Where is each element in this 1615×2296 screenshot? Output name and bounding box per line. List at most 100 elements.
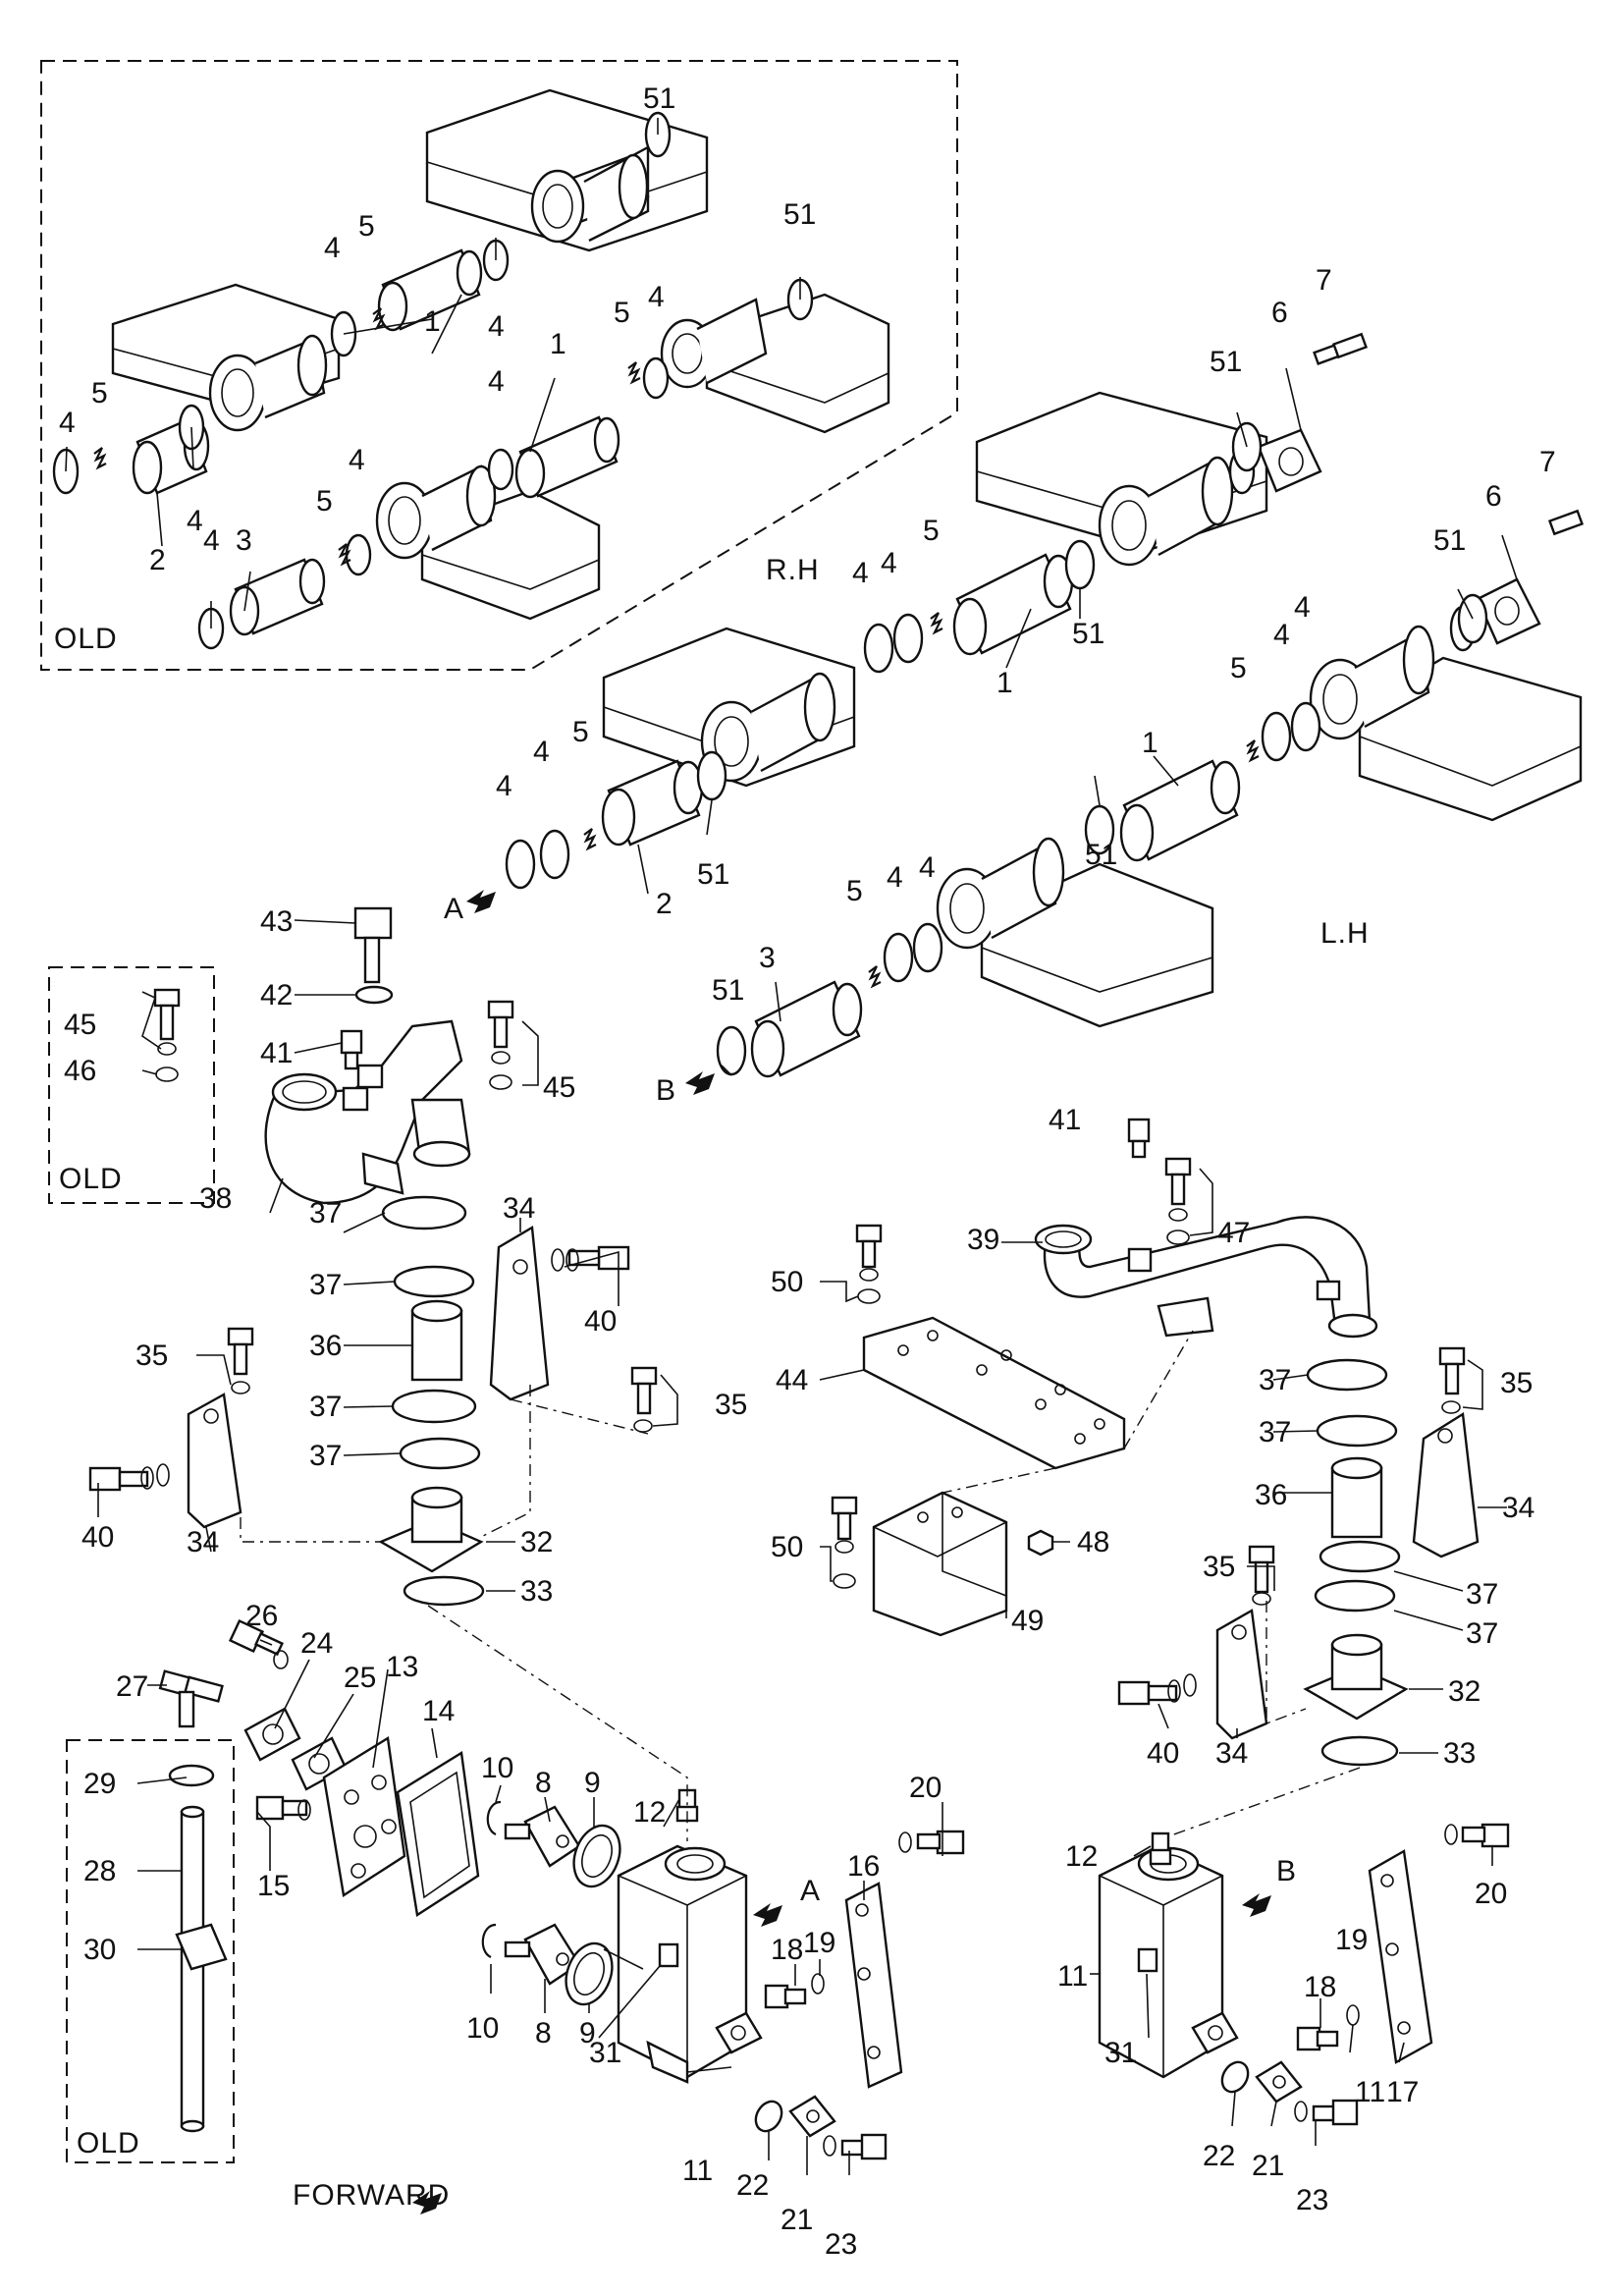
tank-old-lower: [375, 465, 601, 621]
callout: 6: [1485, 480, 1502, 513]
callout: 38: [199, 1182, 232, 1215]
label-old-top: OLD: [54, 623, 118, 655]
o-ring-22-right: [1220, 2060, 1250, 2094]
callout: 4: [59, 407, 76, 439]
flange-32-left: [378, 1486, 484, 1573]
pipe-1-rh: [952, 553, 1074, 656]
callout: 4: [187, 505, 203, 537]
callout: 37: [309, 1391, 342, 1423]
callout: 4: [488, 310, 505, 343]
bolt-35-right-upper: [1438, 1346, 1466, 1414]
callout: 51: [1072, 618, 1104, 650]
callout: 4: [1294, 591, 1311, 624]
o-ring-33-left: [403, 1575, 485, 1607]
callout: 47: [1217, 1217, 1250, 1249]
callout: 10: [466, 2012, 499, 2045]
assembly-centerlines: [240, 1330, 1361, 1841]
callout: 22: [736, 2169, 769, 2202]
callout: 31: [1104, 2037, 1137, 2069]
callout: 44: [776, 1364, 808, 1396]
callout: 5: [1230, 652, 1247, 684]
tank-lh-upper: [1309, 509, 1585, 822]
old-variant-box-top: [40, 60, 958, 671]
callout: 23: [825, 2228, 857, 2261]
callout: 4: [648, 281, 665, 313]
plug-12-right: [1149, 1831, 1172, 1866]
snap-ring-10-lower: [481, 1923, 497, 1958]
callout: 12: [1065, 1840, 1098, 1873]
valve-block-11-left: [617, 1844, 763, 2084]
callout: 4: [887, 861, 903, 894]
callout: 39: [967, 1224, 999, 1256]
callout: 4: [496, 770, 512, 802]
seal-9-lower: [565, 1941, 614, 2006]
callout: 1: [550, 328, 566, 360]
bolt-50-upper: [855, 1224, 883, 1304]
bracket-34-right-lower: [1215, 1609, 1268, 1740]
cover-21-right: [1255, 2060, 1303, 2104]
old-variant-box-tube: [66, 1739, 235, 2163]
callout: 34: [187, 1526, 219, 1558]
label-view-a-upper: A: [444, 893, 464, 925]
bolt-40-left-lower: [88, 1463, 170, 1492]
tee-27: [158, 1669, 224, 1728]
label-old-bolt: OLD: [59, 1163, 123, 1195]
callout: 18: [771, 1934, 803, 1966]
arrow-b-lower: [1242, 1893, 1271, 1917]
plate-17: [1368, 1849, 1433, 2064]
callout: 19: [803, 1927, 835, 1959]
bolt-20-left: [898, 1830, 965, 1855]
callout: 11: [682, 2155, 713, 2187]
callout: 45: [543, 1071, 575, 1104]
snap-ring-10-upper: [486, 1800, 502, 1835]
callout: 37: [1466, 1617, 1498, 1650]
callout: 32: [520, 1526, 553, 1558]
callout: 43: [260, 905, 293, 938]
callout: 4: [533, 736, 550, 768]
callout: 3: [236, 524, 252, 557]
callout: 40: [1147, 1737, 1179, 1770]
label-view-a-lower: A: [800, 1875, 821, 1907]
callout: 1: [1142, 727, 1158, 759]
sensor-43: [353, 906, 394, 1005]
callout: 19: [1335, 1924, 1368, 1956]
callout: 22: [1203, 2140, 1235, 2172]
callout: 50: [771, 1531, 803, 1563]
bracket-34-left-upper: [489, 1226, 550, 1401]
callout: 36: [309, 1330, 342, 1362]
bolt-23-right: [1294, 2099, 1359, 2126]
callout: 4: [919, 851, 936, 884]
bolt-45-old: [153, 988, 181, 1082]
bolt-20-right: [1444, 1823, 1510, 1848]
tank-lh-lower: [936, 837, 1214, 1028]
text-labels: OLD OLD OLD R.H L.H FORWARD A B A B: [54, 554, 1369, 2212]
callout: 51: [1085, 839, 1117, 871]
callout: 1: [996, 667, 1013, 699]
bolt-23-left: [823, 2133, 888, 2160]
callout: 29: [83, 1768, 116, 1800]
callout: 5: [614, 297, 630, 329]
pipe-39: [1034, 1216, 1378, 1339]
hose-clamps-right: [1306, 1358, 1401, 1613]
callout: 49: [1011, 1605, 1044, 1637]
callout: 35: [1500, 1367, 1533, 1399]
callout: 41: [1049, 1104, 1081, 1136]
pipe-old-3: [229, 558, 326, 636]
cover-21-left: [788, 2095, 836, 2138]
callout: 4: [1273, 619, 1290, 651]
plug-41-left: [340, 1029, 363, 1070]
bolt-18-right: [1296, 2026, 1339, 2051]
pipe-3-lh: [750, 980, 863, 1078]
callout: 2: [656, 888, 673, 920]
callout: 20: [909, 1772, 942, 1804]
bracket-34-right-upper: [1412, 1411, 1480, 1558]
callout: 27: [116, 1670, 148, 1703]
callout: 46: [64, 1055, 96, 1087]
callout: 9: [584, 1767, 601, 1799]
cover-13: [322, 1736, 406, 1897]
callout: 8: [535, 1767, 552, 1799]
bolt-35-left-lower: [227, 1327, 254, 1394]
callout: 37: [309, 1440, 342, 1472]
callout: 21: [781, 2204, 813, 2236]
callout: 4: [852, 557, 869, 589]
